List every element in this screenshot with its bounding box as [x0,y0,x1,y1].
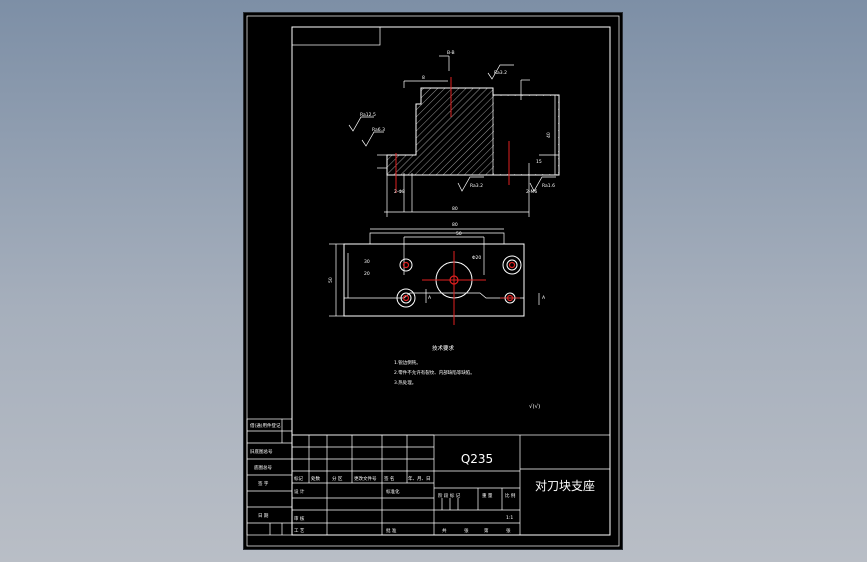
tech-req-title: 技术要求 [432,344,455,352]
sheet-total-unit: 张 [464,527,469,534]
tech-req-item-2: 2.零件不允许有裂纹、内部缺陷等缺陷。 [394,369,475,376]
outer-border [246,15,620,547]
roughness-bottom: Ra3.2 [470,183,483,189]
roughness-left: Ra12.5 [360,112,376,118]
scale-value: 1:1 [506,515,513,521]
roughness-top: Ra3.2 [494,70,507,76]
side-cell-5: 底图总号 [254,464,272,471]
section-mark-left: A [428,295,432,301]
stage-header: 阶 段 标 记 [438,492,461,499]
role-standard: 标准化 [386,488,400,495]
scale-header: 比 例 [505,492,516,499]
drawing-sheet: B-B Ra3.2 Ra12.5 Ra6.3 Ra3.2 Ra1.6 2-Φ8 … [244,13,622,549]
side-cell-3: 旧底图总号 [250,448,273,455]
hole-top-left [399,258,413,272]
material-label: Q235 [461,452,493,466]
side-cell-7: 日 期 [258,513,269,519]
sheet-total-label: 共 [442,527,447,534]
general-roughness: √(√) [529,403,540,410]
dim-height: 40 [546,132,552,138]
dim-bore: Φ20 [472,255,481,261]
dim-plan-a: 30 [364,259,370,265]
drawing-canvas: B-B Ra3.2 Ra12.5 Ra6.3 Ra3.2 Ra1.6 2-Φ8 … [246,15,620,547]
part-name: 对刀块支座 [535,478,595,493]
sheet-no-unit: 张 [506,527,511,534]
dim-top-width: 8 [422,75,425,81]
dim-plan-b: 20 [364,271,370,277]
rev-header-3: 分 区 [332,475,343,482]
section-mark-right: A [542,295,546,301]
section-label: B-B [447,50,455,56]
rev-header-1: 标记 [294,475,303,482]
side-cell-1: 借(通)用件登记 [250,422,281,429]
title-block [291,434,611,536]
hole-bottom-left [396,288,416,308]
side-table [246,418,293,536]
side-cell-6: 签 字 [258,480,269,487]
rev-header-4: 更改文件号 [354,475,377,482]
role-approve: 批 准 [386,527,397,534]
tech-req-item-3: 3.热处理。 [394,379,416,386]
dim-bottom-width: 80 [452,206,458,212]
dim-right-height: 15 [536,159,542,165]
leader-note-holes: 2-Φ8 [394,189,405,195]
role-design: 设 计 [294,488,305,495]
roughness-right: Ra1.6 [542,183,555,189]
rev-header-5: 签 名 [384,475,394,482]
leader-note-threads: 2-M6 [526,189,537,195]
section-view [348,55,560,217]
dim-plan-width: 80 [452,222,458,228]
roughness-left2: Ra6.3 [372,127,385,133]
plan-view [329,228,540,325]
top-left-box [291,26,381,46]
roughness-symbol-top [487,64,514,80]
sheet-no-label: 第 [484,527,489,534]
role-review: 审 核 [294,515,305,522]
tech-req-item-1: 1.锐边倒钝。 [394,359,421,366]
rev-header-2: 处数 [311,475,320,482]
weight-header: 重 量 [482,492,493,499]
rev-header-6: 年、月、日 [408,475,431,482]
dim-plan-height: 50 [328,277,334,283]
role-process: 工 艺 [294,528,305,534]
hole-top-right [502,255,522,275]
dim-plan-inner: 50 [456,231,462,237]
